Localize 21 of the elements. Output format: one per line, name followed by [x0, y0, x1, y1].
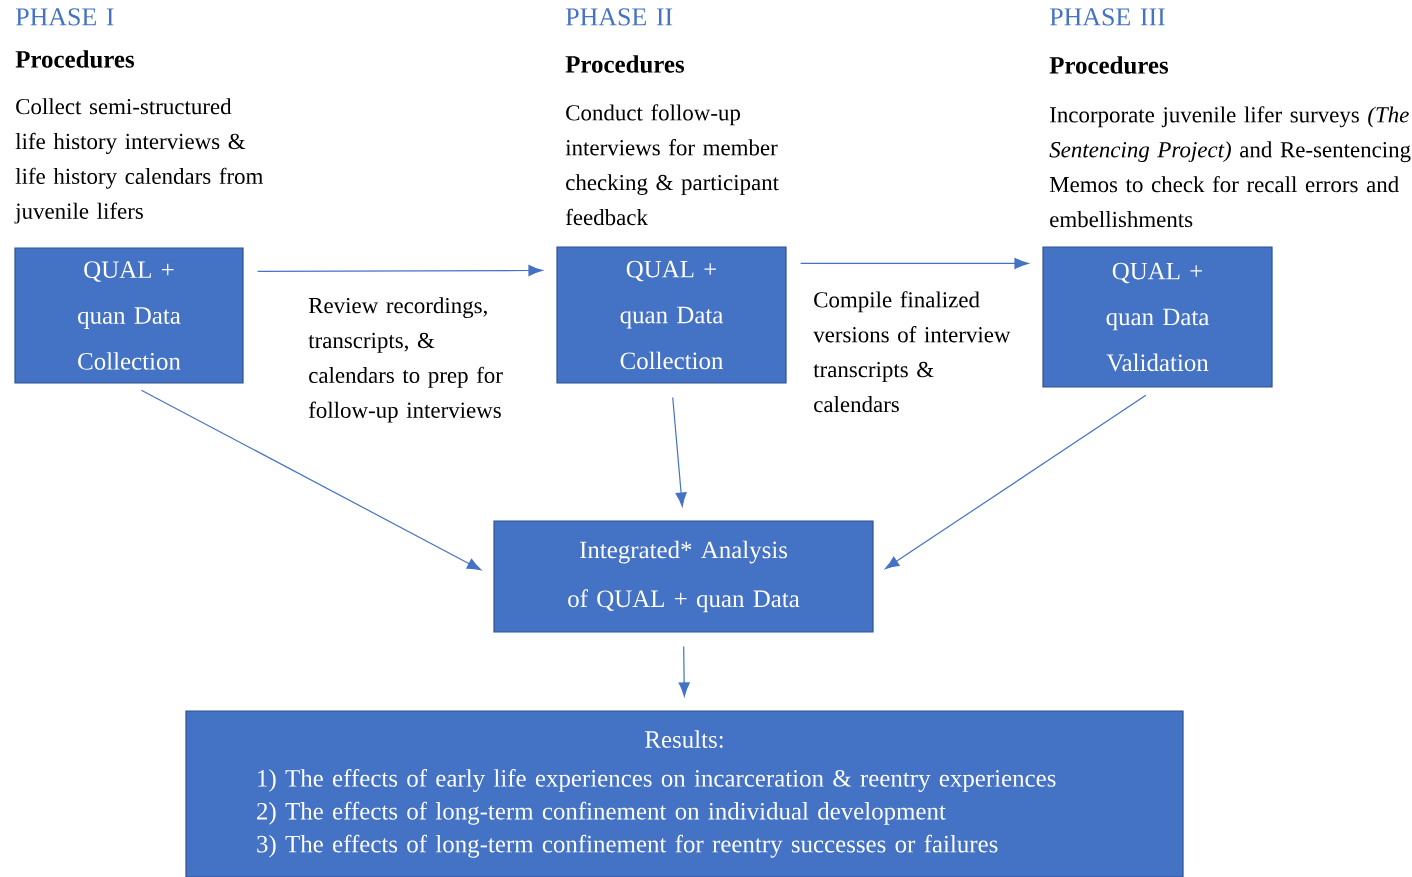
arrow [140, 389, 482, 571]
process-box: QUAL + quan Data Collection [14, 247, 244, 384]
phase-heading: PHASE II [565, 8, 673, 26]
section-heading: Procedures [565, 55, 685, 73]
section-heading: Procedures [15, 50, 135, 68]
process-box: QUAL + quan Data Collection [556, 246, 787, 384]
edge-label: Compile finalized versions of interview transcripts & calendars [813, 291, 1011, 413]
phase-heading: PHASE III [1049, 8, 1165, 26]
arrow [672, 396, 687, 507]
edge-label: Review recordings, transcripts, & calendars to prep for follow-up interviews [308, 297, 503, 423]
analysis-box: Integrated* Analysis of QUAL + quan Data [493, 520, 874, 633]
phase-heading: PHASE I [15, 8, 114, 26]
procedure-text: Conduct follow-up interviews for member checking & participant feedback [565, 104, 779, 226]
process-box: QUAL + quan Data Validation [1042, 246, 1273, 388]
results-box: Results: 1) The effects of early life experiences on incarceration & reentry experiences 2) The effects of long-term confinement on individual development 3) The effects of long-term confinement for reentry successes or failures [185, 710, 1184, 877]
arrow [678, 646, 690, 697]
arrow [800, 257, 1029, 269]
arrow [885, 394, 1147, 570]
section-heading: Procedures [1049, 56, 1169, 74]
arrow [257, 264, 543, 277]
procedure-text: Collect semi-structured life history interviews & life history calendars from juvenile lifers [14, 98, 263, 224]
